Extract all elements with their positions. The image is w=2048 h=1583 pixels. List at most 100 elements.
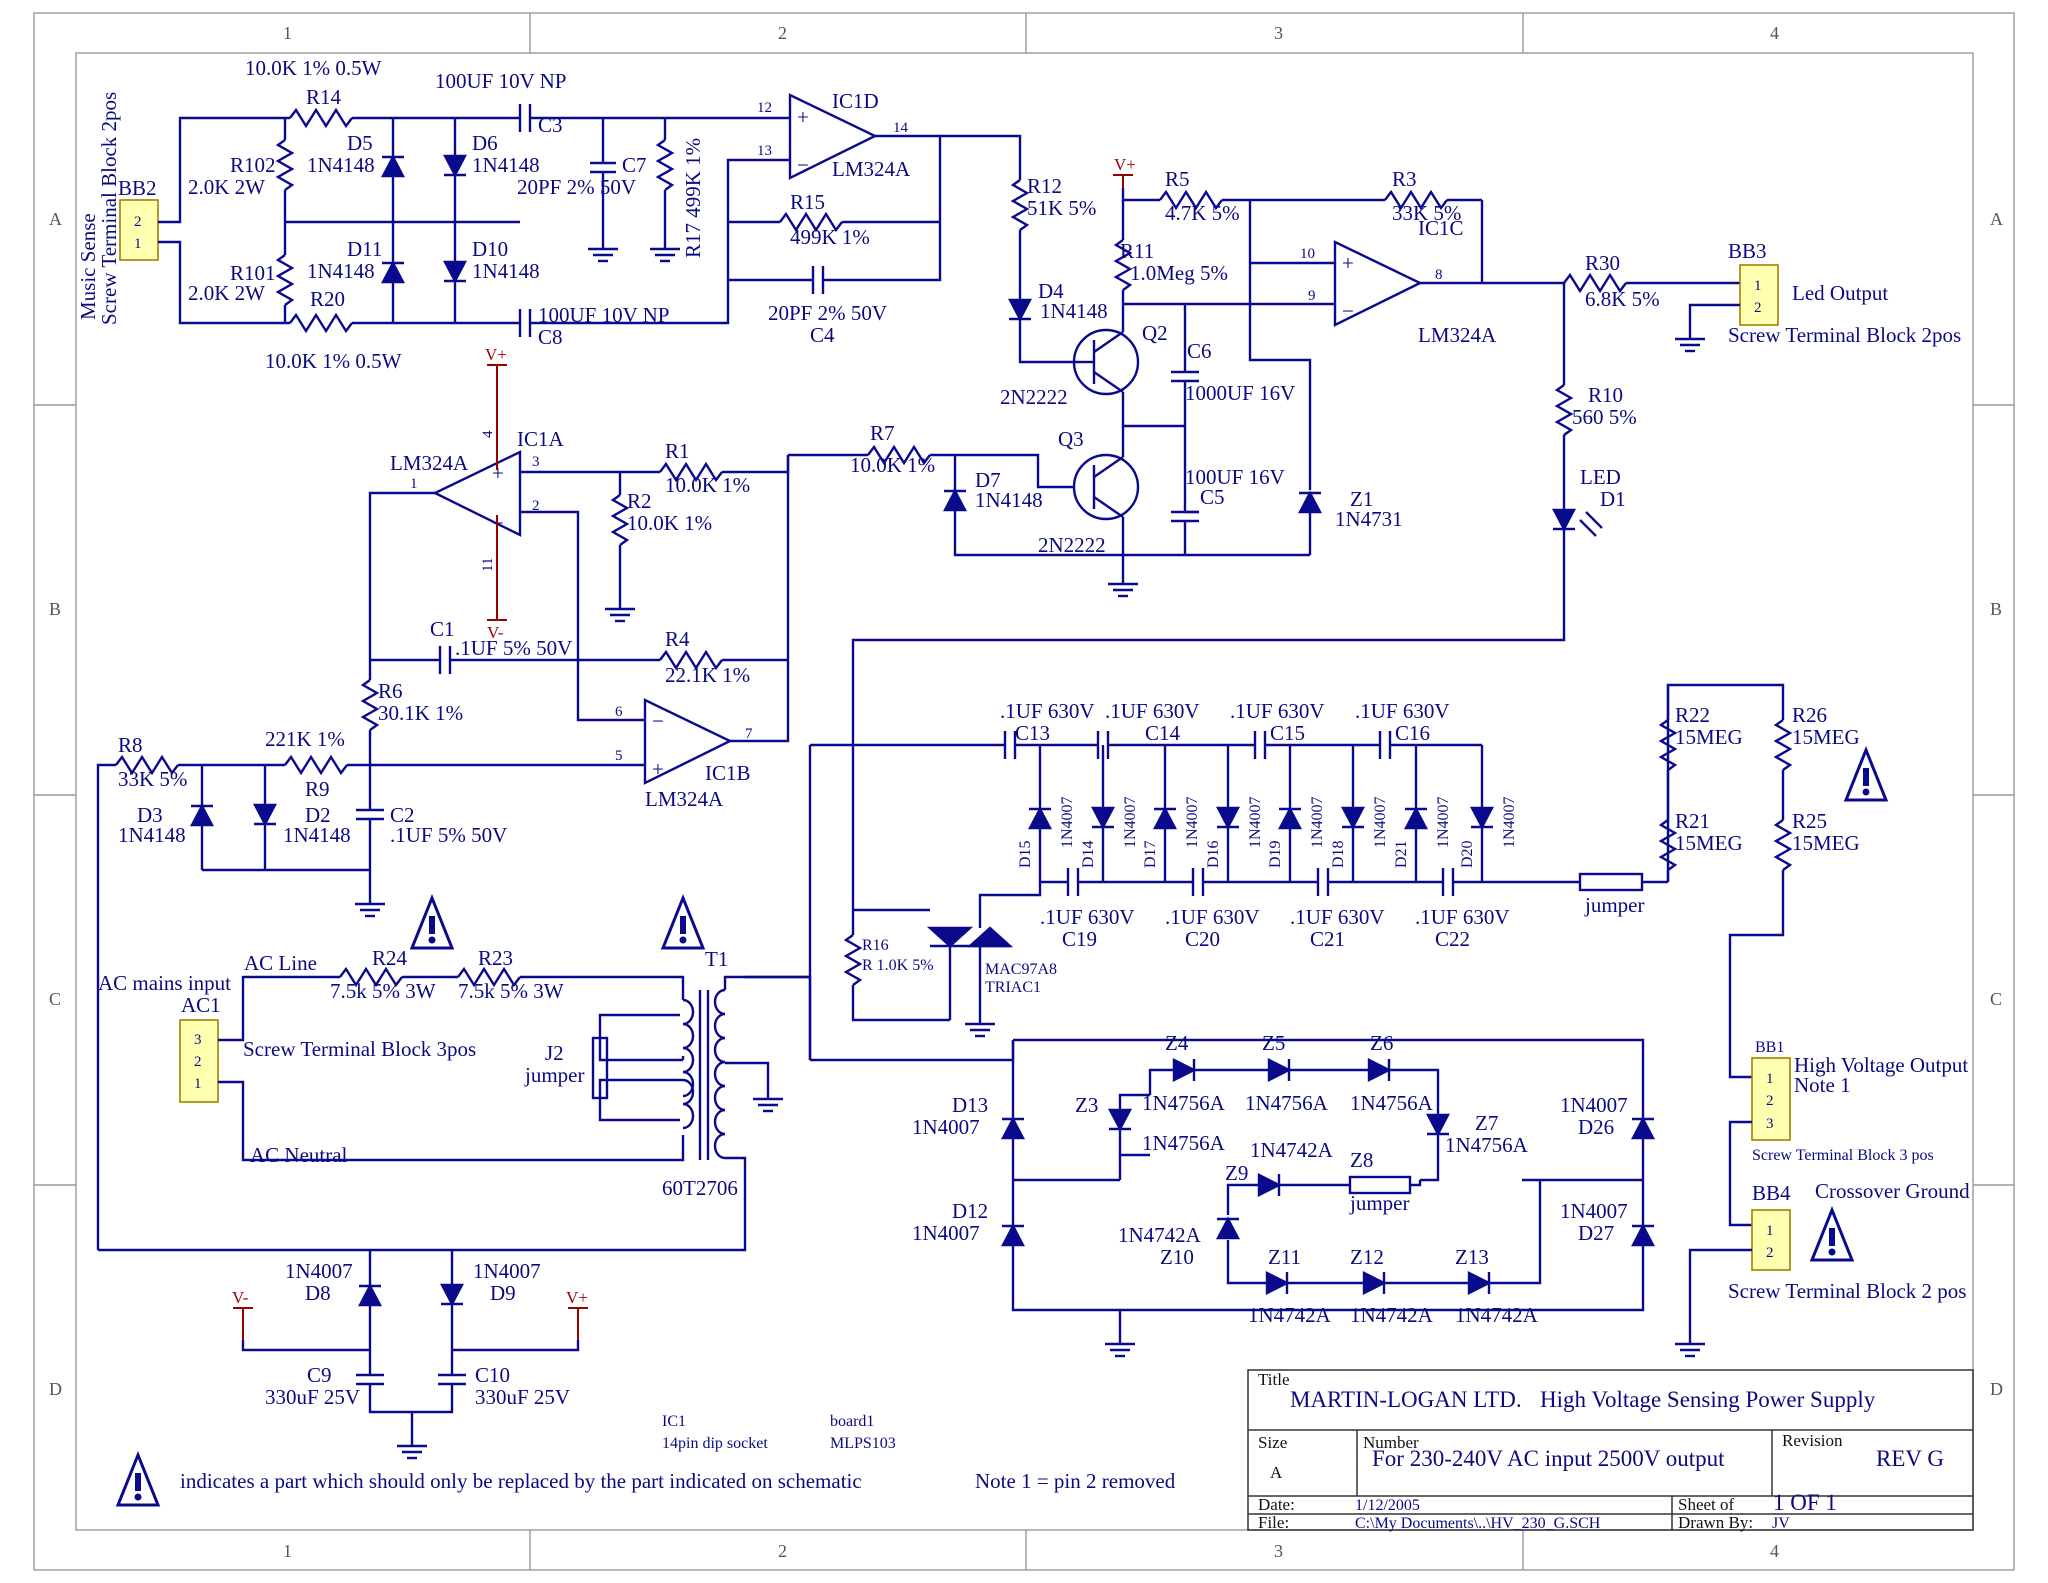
svg-text:D19: D19 bbox=[1267, 840, 1284, 868]
svg-text:C4: C4 bbox=[810, 323, 835, 347]
svg-text:2: 2 bbox=[1766, 1245, 1774, 1261]
svg-text:C19: C19 bbox=[1062, 927, 1097, 951]
svg-text:4.7K 5%: 4.7K 5% bbox=[1165, 201, 1240, 225]
svg-text:Sheet of: Sheet of bbox=[1678, 1495, 1735, 1514]
svg-text:2N2222: 2N2222 bbox=[1000, 385, 1068, 409]
j2-jumper bbox=[591, 1036, 609, 1100]
svg-text:V-: V- bbox=[487, 623, 504, 642]
svg-text:1N4007: 1N4007 bbox=[1184, 796, 1201, 848]
svg-text:13: 13 bbox=[757, 143, 772, 159]
notes: IC1 14pin dip socket board1 MLPS103 indi… bbox=[116, 1413, 1176, 1507]
svg-text:1: 1 bbox=[1766, 1223, 1774, 1239]
svg-text:9: 9 bbox=[1308, 288, 1316, 304]
svg-text:LM324A: LM324A bbox=[1418, 323, 1497, 347]
music-sense-label: Music Sense bbox=[76, 213, 100, 320]
d6-diode bbox=[442, 154, 468, 177]
svg-text:AC1: AC1 bbox=[181, 993, 221, 1017]
svg-text:R6: R6 bbox=[378, 679, 403, 703]
svg-text:6.8K 5%: 6.8K 5% bbox=[1585, 287, 1660, 311]
d27-diode bbox=[1630, 1224, 1656, 1247]
bb2-connector bbox=[119, 199, 159, 261]
svg-text:15MEG: 15MEG bbox=[1792, 725, 1860, 749]
svg-text:6: 6 bbox=[615, 704, 623, 720]
svg-text:C2: C2 bbox=[390, 803, 415, 827]
d4-diode bbox=[1007, 298, 1033, 321]
svg-text:1: 1 bbox=[194, 1076, 202, 1092]
svg-text:221K 1%: 221K 1% bbox=[265, 727, 345, 751]
svg-text:−: − bbox=[1342, 299, 1354, 323]
grid-row-c-right: C bbox=[1990, 989, 2002, 1009]
r6-resistor bbox=[360, 679, 380, 731]
svg-text:1N4007: 1N4007 bbox=[473, 1259, 541, 1283]
svg-text:D3: D3 bbox=[137, 803, 163, 827]
svg-text:+: + bbox=[1342, 251, 1354, 275]
svg-text:.1UF 630V: .1UF 630V bbox=[1165, 905, 1260, 929]
svg-text:1N4756A: 1N4756A bbox=[1245, 1091, 1329, 1115]
svg-text:D13: D13 bbox=[952, 1093, 988, 1117]
r9-resistor bbox=[284, 754, 348, 776]
r7-resistor bbox=[867, 444, 931, 466]
svg-text:10.0K 1%: 10.0K 1% bbox=[850, 453, 935, 477]
svg-text:R25: R25 bbox=[1792, 809, 1827, 833]
music-sense-input: 2 1 BB2 Music Sense Screw Terminal Block… bbox=[76, 56, 1022, 373]
svg-text:MLPS103: MLPS103 bbox=[830, 1435, 896, 1452]
hv-jumper bbox=[1578, 872, 1644, 892]
svg-text:1 OF 1: 1 OF 1 bbox=[1773, 1490, 1837, 1515]
svg-text:2.0K 2W: 2.0K 2W bbox=[188, 175, 265, 199]
z11-zener bbox=[1265, 1270, 1289, 1296]
ic1d-opamp bbox=[788, 93, 878, 180]
grid-col-2-bottom: 2 bbox=[778, 1541, 787, 1561]
svg-text:7.5k 5% 3W: 7.5k 5% 3W bbox=[330, 979, 436, 1003]
svg-text:MAC97A8: MAC97A8 bbox=[985, 961, 1057, 978]
grid-col-4: 4 bbox=[1770, 23, 1779, 43]
svg-text:1N4731: 1N4731 bbox=[1335, 507, 1403, 531]
r8-resistor bbox=[115, 754, 179, 776]
grid-col-3: 3 bbox=[1274, 23, 1283, 43]
d11-diode bbox=[380, 261, 406, 284]
svg-text:C20: C20 bbox=[1185, 927, 1220, 951]
svg-text:1N4007: 1N4007 bbox=[1435, 796, 1452, 848]
svg-text:D16: D16 bbox=[1205, 840, 1222, 868]
svg-text:V+: V+ bbox=[1114, 155, 1136, 174]
r20-resistor bbox=[289, 312, 353, 334]
svg-text:BB3: BB3 bbox=[1728, 239, 1767, 263]
grid-row-b: B bbox=[49, 599, 61, 619]
svg-text:1N4756A: 1N4756A bbox=[1350, 1091, 1434, 1115]
svg-text:R11: R11 bbox=[1120, 239, 1154, 263]
svg-text:15MEG: 15MEG bbox=[1675, 831, 1743, 855]
title-block: Title MARTIN-LOGAN LTD. High Voltage Sen… bbox=[1247, 1369, 1974, 1532]
r2-resistor bbox=[610, 494, 630, 546]
svg-text:IC1: IC1 bbox=[662, 1413, 686, 1430]
svg-text:20PF 2% 50V: 20PF 2% 50V bbox=[768, 301, 887, 325]
low-voltage-supply: 1N4007 D8 1N4007 D9 V- V+ C9 330uF 25V C… bbox=[232, 1250, 588, 1460]
svg-text:D8: D8 bbox=[305, 1281, 331, 1305]
svg-text:Screw Terminal Block 3pos: Screw Terminal Block 3pos bbox=[243, 1037, 476, 1061]
svg-text:12: 12 bbox=[757, 100, 772, 116]
svg-text:C21: C21 bbox=[1310, 927, 1345, 951]
d9-diode bbox=[439, 1283, 465, 1306]
d16-diode bbox=[1215, 806, 1241, 829]
company-name: MARTIN-LOGAN LTD. bbox=[1290, 1387, 1522, 1412]
svg-text:Z3: Z3 bbox=[1075, 1093, 1098, 1117]
svg-text:14: 14 bbox=[893, 120, 909, 136]
svg-text:A: A bbox=[1270, 1463, 1283, 1482]
svg-text:+: + bbox=[492, 461, 504, 485]
d2-diode bbox=[252, 803, 278, 826]
svg-text:1: 1 bbox=[410, 476, 418, 492]
svg-text:1N4148: 1N4148 bbox=[283, 823, 351, 847]
grid-col-2: 2 bbox=[778, 23, 787, 43]
svg-text:1N4148: 1N4148 bbox=[472, 259, 540, 283]
bridge-zener-section: D13 1N4007 D12 1N4007 1N4007 D26 1N4007 … bbox=[912, 1031, 1656, 1358]
z13-zener bbox=[1467, 1270, 1491, 1296]
svg-text:Q3: Q3 bbox=[1058, 427, 1084, 451]
svg-text:1N4007: 1N4007 bbox=[1560, 1093, 1628, 1117]
svg-text:IC1C: IC1C bbox=[1418, 216, 1464, 240]
svg-text:Crossover Ground: Crossover Ground bbox=[1815, 1179, 1970, 1203]
svg-text:Screw Terminal Block 2 pos: Screw Terminal Block 2 pos bbox=[1728, 1279, 1966, 1303]
revision: REV G bbox=[1876, 1446, 1944, 1471]
r12-resistor bbox=[1010, 179, 1030, 231]
svg-text:1.0Meg 5%: 1.0Meg 5% bbox=[1130, 261, 1228, 285]
svg-text:2.0K 2W: 2.0K 2W bbox=[188, 281, 265, 305]
svg-text:Z1: Z1 bbox=[1350, 487, 1373, 511]
